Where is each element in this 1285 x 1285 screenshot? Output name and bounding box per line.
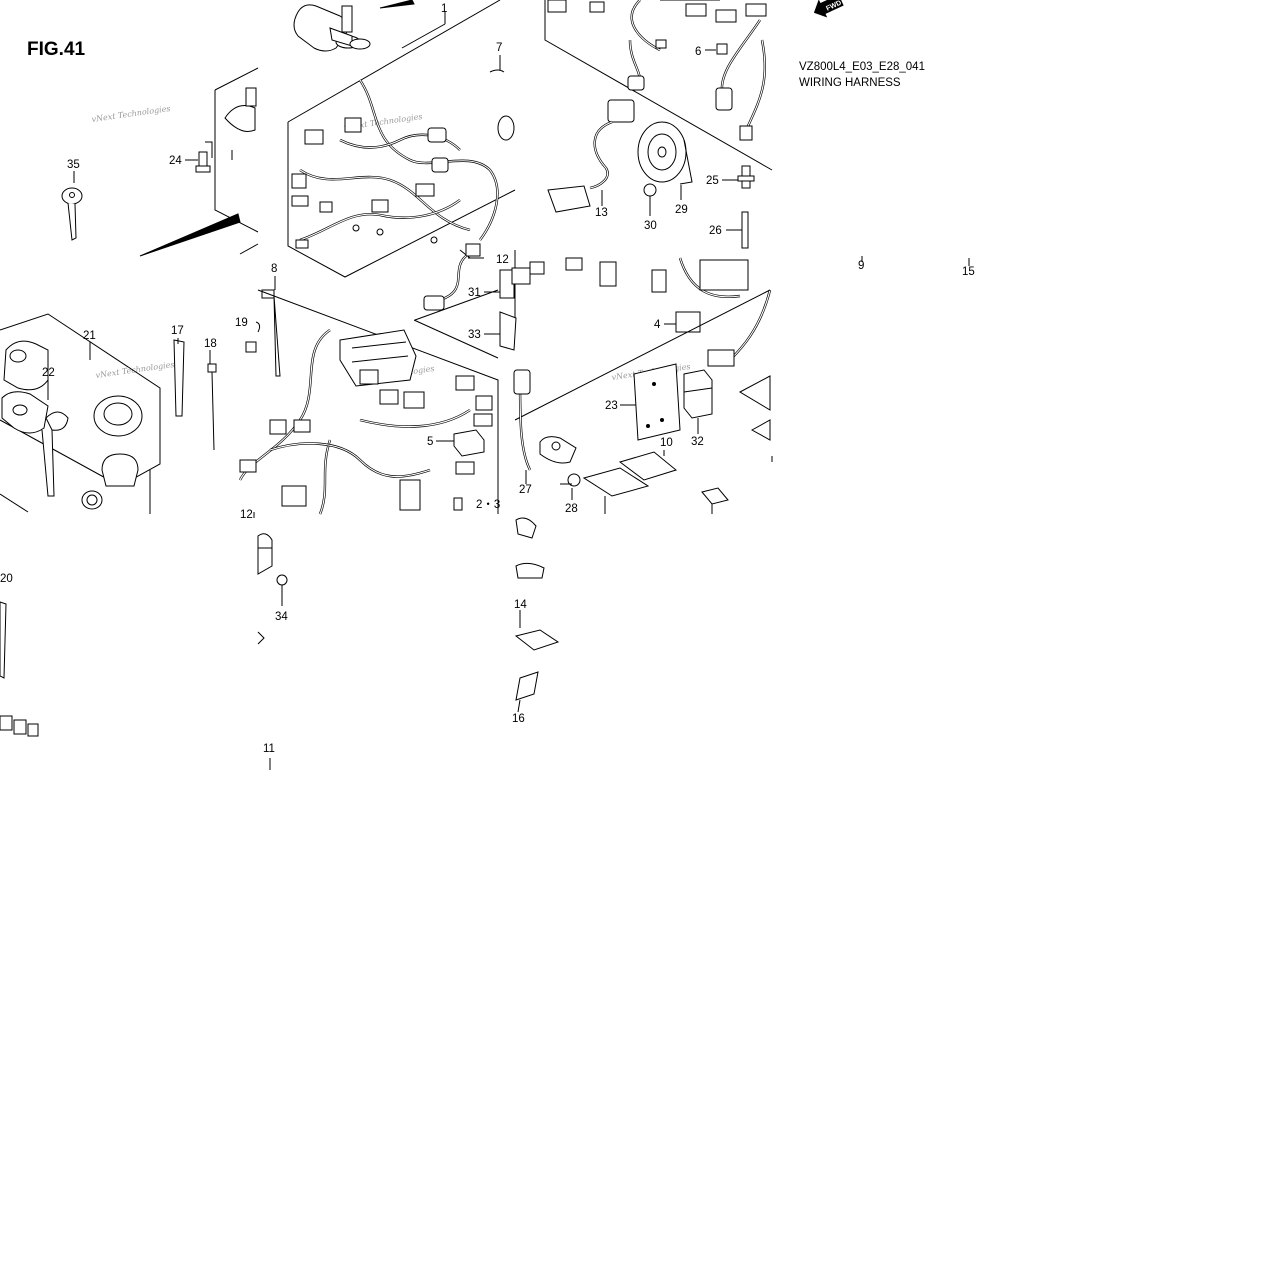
- callout-32: 32: [691, 436, 704, 448]
- callout-20: 20: [0, 573, 13, 585]
- model-code: VZ800L4_E03_E28_041: [799, 61, 925, 73]
- svg-text:vNext Technologies: vNext Technologies: [91, 104, 171, 124]
- callout-11: 11: [263, 743, 275, 755]
- callout-9: 9: [858, 260, 864, 272]
- callout-30: 30: [644, 220, 657, 232]
- callout-22: 22: [42, 367, 55, 379]
- callout-5: 5: [427, 436, 433, 448]
- callout-27: 27: [519, 484, 532, 496]
- callout-7: 7: [496, 42, 502, 54]
- callout-33: 33: [468, 329, 481, 341]
- figure-number: FIG.41: [27, 39, 86, 60]
- callout-25: 25: [706, 175, 719, 187]
- diagram-title: WIRING HARNESS: [799, 77, 901, 89]
- callout-15: 15: [962, 266, 975, 278]
- callout-10: 10: [660, 437, 673, 449]
- callout-34: 34: [275, 611, 288, 623]
- tile-harness-detail: [238, 289, 499, 515]
- horn-29: [637, 121, 693, 200]
- callout-21: 21: [83, 330, 96, 342]
- fwd-arrow-icon: FWD: [813, 0, 844, 18]
- callout-17: 17: [171, 325, 184, 337]
- callout-35: 35: [67, 159, 80, 171]
- key-35: [61, 187, 83, 241]
- tile-relays: [413, 243, 772, 367]
- callout-1: 1: [441, 3, 447, 15]
- callout-4: 4: [654, 319, 661, 331]
- callout-16: 16: [512, 713, 525, 725]
- tile-lower: [0, 456, 773, 770]
- callout-6: 6: [695, 46, 701, 58]
- callout-24: 24: [169, 155, 182, 167]
- tile-clamps: [173, 276, 281, 451]
- callout-14: 14: [514, 599, 527, 611]
- tile-sensors-bracket: [513, 289, 771, 514]
- callout-13: 13: [595, 207, 608, 219]
- callout-19: 19: [235, 317, 248, 329]
- callout-31: 31: [468, 287, 481, 299]
- bolt-24: [195, 151, 211, 173]
- tile-ignition-key: [61, 67, 259, 257]
- callout-26: 26: [709, 225, 722, 237]
- callout-28: 28: [565, 503, 578, 515]
- callout-18: 18: [204, 338, 217, 350]
- svg-text:vNext Technologies: vNext Technologies: [95, 360, 175, 380]
- tile-lock-set: [0, 313, 161, 514]
- callout-labels: 1 2・3 4 5 6 7 8 9 10 11 12 12 13 14 15 1…: [0, 3, 975, 755]
- callout-23: 23: [605, 400, 618, 412]
- callout-12a: 12: [496, 254, 509, 266]
- callout-2-3: 2・3: [476, 499, 500, 511]
- callout-29: 29: [675, 204, 688, 216]
- callout-12b: 12: [240, 509, 253, 521]
- tile-main-harness: [287, 0, 516, 278]
- tile-horn-harness: [544, 0, 773, 249]
- callout-8: 8: [271, 263, 277, 275]
